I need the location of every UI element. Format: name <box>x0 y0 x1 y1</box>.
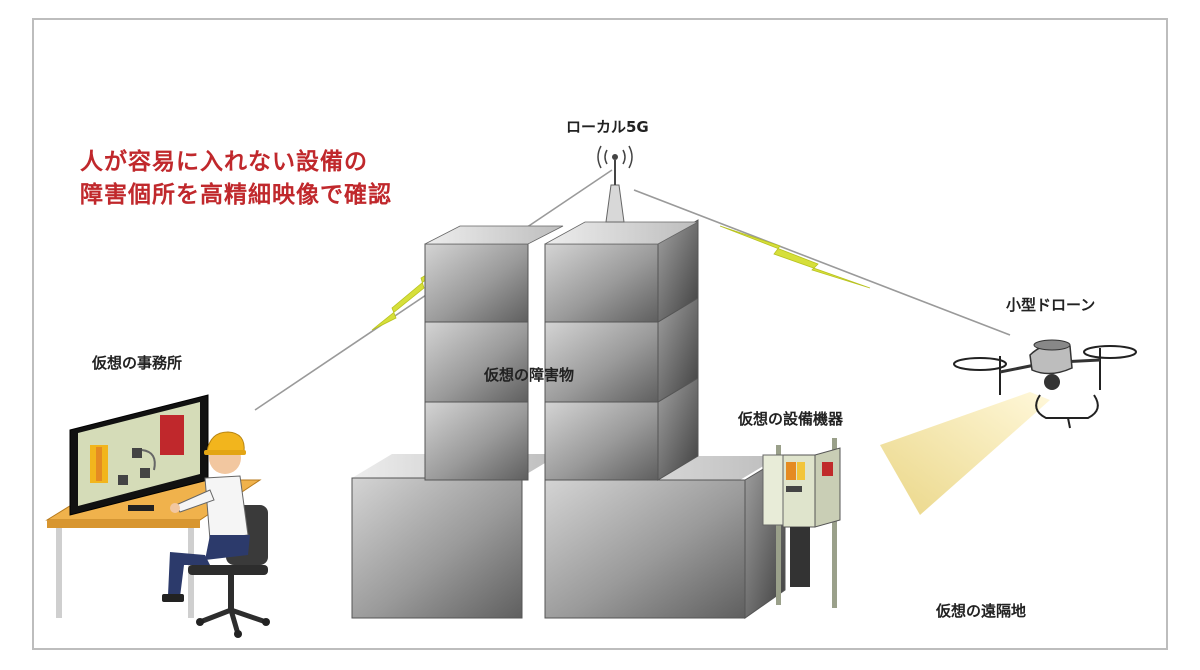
obstacle-boxes <box>351 219 786 619</box>
drone-label: 小型ドローン <box>1006 296 1096 314</box>
drone-icon <box>953 339 1137 429</box>
signal-bolt-icon <box>719 225 871 289</box>
remote-label: 仮想の遠隔地 <box>936 602 1027 620</box>
equipment-cabinet-icon <box>762 438 841 608</box>
office-label: 仮想の事務所 <box>92 354 183 372</box>
signal-link-drone <box>633 189 1011 336</box>
headline-line-2: 障害個所を高精細映像で確認 <box>80 182 392 208</box>
drone-camera-beam <box>880 392 1050 515</box>
obstacle-label: 仮想の障害物 <box>484 366 575 384</box>
equipment-label: 仮想の設備機器 <box>738 410 844 428</box>
antenna-icon <box>597 145 633 223</box>
monitor-icon <box>69 394 209 516</box>
headline: 人が容易に入れない設備の 障害個所を高精細映像で確認 <box>80 146 392 212</box>
office-scene <box>45 394 270 638</box>
headline-line-1: 人が容易に入れない設備の <box>80 149 368 175</box>
antenna-label: ローカル5G <box>566 118 649 136</box>
worker-icon <box>162 431 270 638</box>
